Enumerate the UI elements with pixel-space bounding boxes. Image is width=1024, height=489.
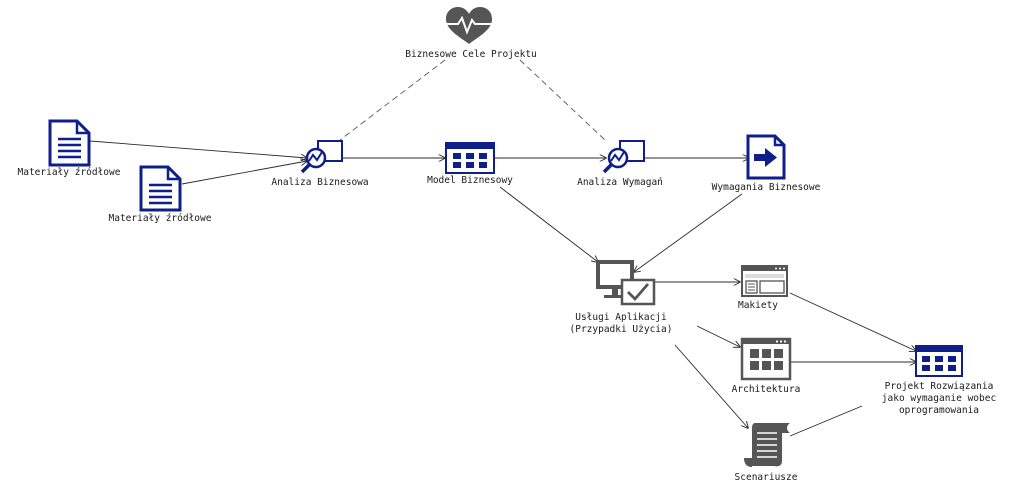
node-mat1[interactable]: Materiały źródłowe — [18, 119, 121, 178]
node-mat1-label: Materiały źródłowe — [18, 167, 121, 178]
node-architektura-label: Architektura — [732, 384, 801, 395]
node-analiza-biz[interactable]: Analiza Biznesowa — [271, 140, 369, 188]
node-makiety-label: Makiety — [738, 300, 778, 311]
heart-pulse-icon — [446, 7, 492, 44]
node-uslugi-label-line1: Usługi Aplikacji — [575, 312, 667, 323]
node-uslugi[interactable]: Usługi Aplikacji (Przypadki Użycia) — [570, 260, 673, 335]
grid-window-icon — [740, 337, 792, 381]
analysis-icon — [300, 140, 343, 174]
edges — [89, 59, 916, 437]
app-window-icon — [915, 345, 963, 377]
node-architektura[interactable]: Architektura — [732, 337, 801, 395]
node-mat2[interactable]: Materiały źródłowe — [109, 165, 212, 224]
document-icon — [48, 119, 91, 167]
scroll-icon — [744, 423, 790, 467]
node-model-biz[interactable]: Model Biznesowy — [427, 142, 513, 186]
monitor-check-icon — [596, 260, 656, 306]
node-analiza-wym[interactable]: Analiza Wymagań — [577, 140, 663, 188]
edge-model-uslugi[interactable] — [499, 186, 598, 262]
edge-makiety-projekt[interactable] — [789, 292, 916, 351]
edge-mat2-analiza-biz[interactable] — [181, 161, 307, 185]
node-wym-biz-label: Wymagania Biznesowe — [712, 182, 821, 193]
node-cele[interactable]: Biznesowe Cele Projektu — [405, 7, 537, 60]
node-projekt-label-line3: oprogramowania — [899, 405, 979, 416]
edge-cele-analiza-biz — [339, 59, 446, 141]
node-mat2-label: Materiały źródłowe — [109, 213, 212, 224]
node-scenariusze-label: Scenariusze — [735, 472, 798, 483]
node-projekt-label-line1: Projekt Rozwiązania — [885, 381, 994, 392]
node-wym-biz[interactable]: Wymagania Biznesowe — [712, 134, 821, 193]
analysis-icon — [602, 140, 645, 174]
mockup-window-icon — [741, 265, 788, 297]
edge-uslugi-architektura[interactable] — [696, 325, 740, 347]
node-projekt-label-line2: jako wymaganie wobec — [882, 393, 996, 404]
edge-uslugi-scenariusze[interactable] — [674, 344, 748, 428]
node-analiza-wym-label: Analiza Wymagań — [577, 177, 663, 188]
edge-mat1-analiza-biz[interactable] — [89, 140, 307, 158]
node-analiza-biz-label: Analiza Biznesowa — [271, 177, 368, 188]
node-makiety[interactable]: Makiety — [738, 265, 788, 311]
node-cele-label: Biznesowe Cele Projektu — [405, 49, 537, 60]
edge-cele-analiza-wym — [519, 59, 606, 141]
node-uslugi-label-line2: (Przypadki Użycia) — [570, 324, 673, 335]
edge-scenariusze-projekt[interactable] — [789, 405, 863, 437]
app-window-icon — [445, 142, 495, 174]
document-icon — [139, 165, 182, 212]
node-scenariusze[interactable]: Scenariusze — [735, 423, 798, 483]
edge-wym-biz-uslugi[interactable] — [634, 193, 743, 272]
node-projekt[interactable]: Projekt Rozwiązania jako wymaganie wobec… — [882, 345, 996, 416]
node-model-biz-label: Model Biznesowy — [427, 175, 513, 186]
document-arrow-icon — [746, 134, 786, 180]
